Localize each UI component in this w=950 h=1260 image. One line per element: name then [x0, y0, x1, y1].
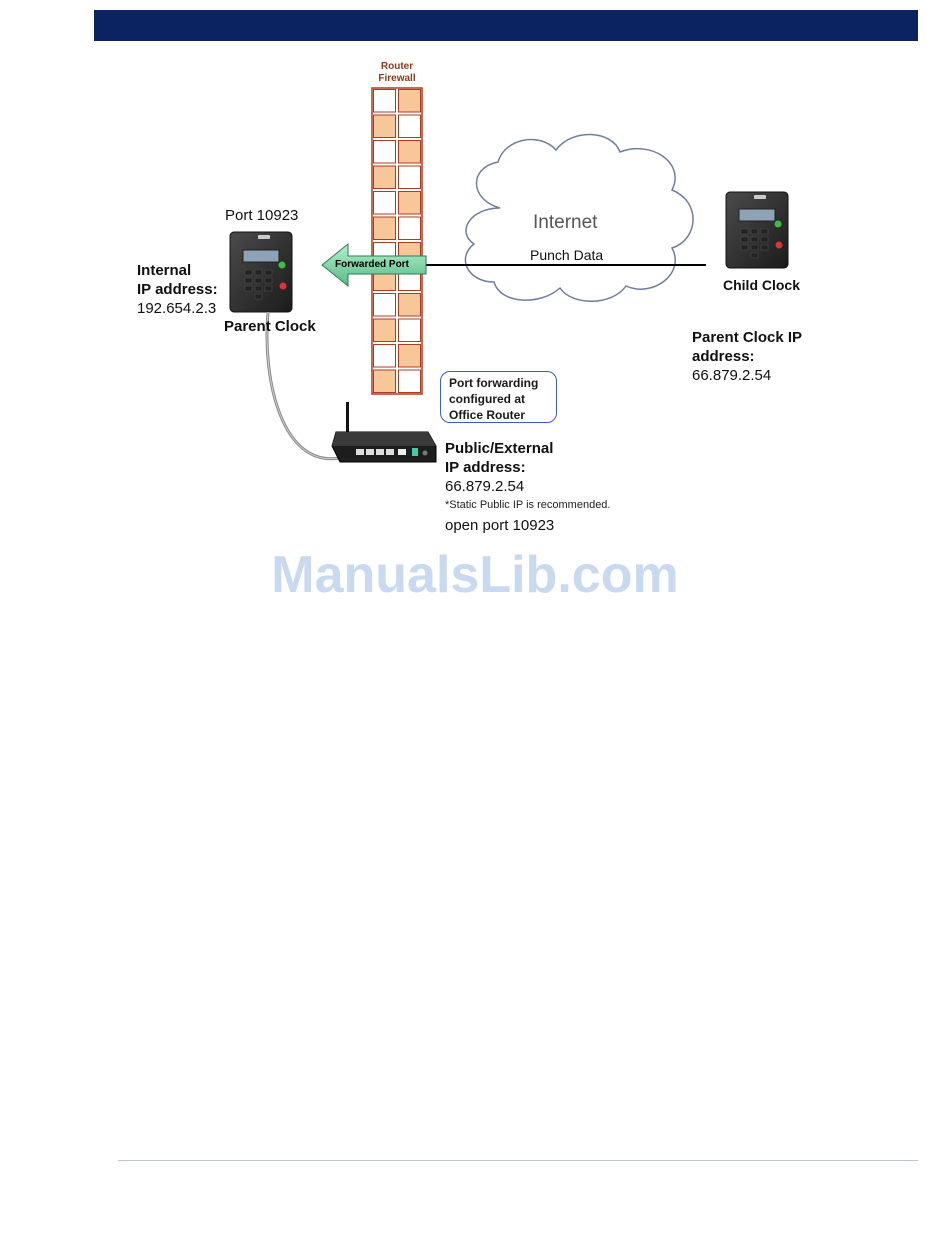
firewall-label-line-1: Router [380, 61, 414, 72]
firewall-cell [373, 165, 396, 189]
firewall-cell [373, 140, 396, 164]
public-ip-title-line-2: IP address: [445, 459, 526, 476]
parent-clock-device [229, 231, 293, 313]
public-ip-value: 66.879.2.54 [445, 478, 525, 495]
parent-clock-ip-value: 66.879.2.54 [692, 367, 772, 384]
firewall-cell [373, 191, 396, 215]
internet-label: Internet [533, 212, 598, 233]
child-clock-name: Child Clock [723, 277, 801, 293]
child-clock-device [725, 191, 789, 269]
firewall-cell [398, 140, 421, 164]
firewall-cell [398, 293, 421, 317]
open-port-label: open port 10923 [445, 517, 555, 534]
diagram-graphics [229, 87, 789, 463]
forwarded-port-arrow [321, 242, 427, 288]
firewall-label: Router Firewall [368, 61, 426, 85]
internet-cloud [464, 133, 694, 302]
internal-ip-title-line-2: IP address: [137, 281, 218, 298]
firewall-cell [398, 114, 421, 138]
internal-ip-title: Internal IP address: [137, 261, 218, 299]
firewall-cell [398, 369, 421, 393]
firewall-cell [373, 89, 396, 113]
public-ip-title-line-1: Public/External [445, 440, 554, 457]
punch-data-label: Punch Data [530, 247, 604, 263]
port-forwarding-callout: Port forwarding configured at Office Rou… [440, 371, 557, 423]
firewall-cell [398, 318, 421, 342]
firewall-grid [371, 87, 423, 395]
internal-ip-value: 192.654.2.3 [137, 300, 217, 317]
firewall-cell [373, 293, 396, 317]
firewall-cell [398, 191, 421, 215]
firewall-cell [398, 216, 421, 240]
internal-ip-title-line-1: Internal [137, 262, 192, 279]
firewall-cell [398, 89, 421, 113]
callout-line-1: Port forwarding [449, 376, 539, 390]
callout-line-2: configured at [449, 392, 526, 406]
firewall-cell [373, 344, 396, 368]
footer-rule [118, 1160, 918, 1161]
header-bar [94, 10, 918, 41]
firewall-cell [373, 114, 396, 138]
firewall-cell [398, 344, 421, 368]
parent-clock-name: Parent Clock [224, 318, 316, 335]
callout-line-3: Office Router [449, 408, 526, 422]
firewall-label-line-2: Firewall [378, 73, 416, 84]
watermark: ManualsLib.com [271, 546, 679, 604]
parent-port-label: Port 10923 [225, 207, 299, 224]
parent-clock-ip-title-line-1: Parent Clock IP [692, 329, 803, 346]
firewall-cell [398, 165, 421, 189]
firewall-cell [373, 318, 396, 342]
static-ip-note: *Static Public IP is recommended. [445, 499, 611, 511]
parent-clock-ip-title: Parent Clock IP address: [692, 328, 802, 366]
office-router [331, 402, 437, 463]
firewall-cell [373, 216, 396, 240]
parent-clock-ip-title-line-2: address: [692, 348, 755, 365]
forwarded-port-label: Forwarded Port [335, 259, 409, 270]
firewall-cell [373, 369, 396, 393]
public-ip-title: Public/External IP address: [445, 439, 553, 477]
network-diagram: Router Firewall Internet Punch Data Forw… [0, 0, 950, 620]
